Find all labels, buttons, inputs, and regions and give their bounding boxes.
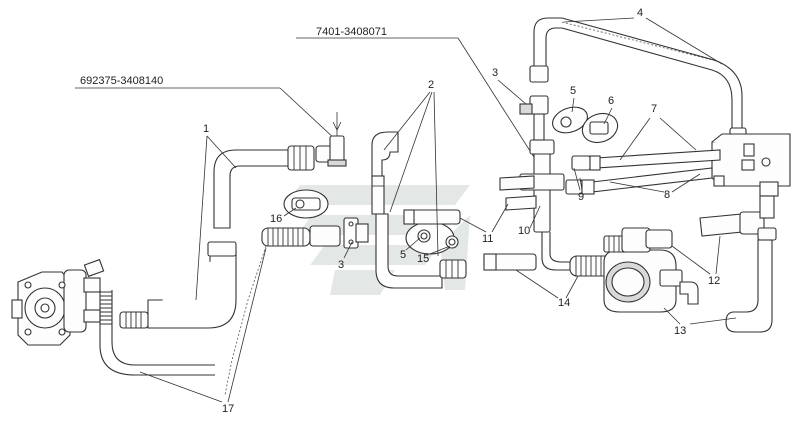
pump-outlet-hose — [99, 290, 215, 376]
elbow-fitting-692375 — [315, 112, 347, 167]
callout-15: 15 — [417, 253, 429, 265]
elbow-fitting-2 — [371, 131, 399, 215]
tube-11 — [403, 209, 461, 225]
callout-8: 8 — [664, 189, 670, 201]
callout-7: 7 — [651, 103, 657, 115]
callout-1: 1 — [203, 123, 209, 135]
distribution-block — [711, 133, 791, 197]
dashed-connections — [224, 21, 721, 396]
callouts: 1 2 3 3 4 5 5 6 7 8 9 — [139, 7, 737, 415]
part-number-692375: 692375-3408140 — [75, 75, 337, 141]
hose-13 — [725, 239, 773, 333]
washers-5-6 — [552, 106, 619, 144]
callout-12: 12 — [708, 275, 720, 287]
callout-9: 9 — [578, 191, 584, 203]
hose-1 — [147, 145, 315, 329]
callout-10: 10 — [518, 225, 530, 237]
callout-5-top: 5 — [570, 85, 576, 97]
callout-17: 17 — [222, 403, 234, 415]
pump — [11, 258, 105, 346]
tubes-7-8 — [499, 149, 721, 211]
part-number-label-7401: 7401-3408071 — [316, 26, 387, 38]
callout-13: 13 — [674, 325, 686, 337]
callout-16: 16 — [270, 213, 282, 225]
tube-14 — [483, 253, 537, 271]
valve-assembly-13 — [569, 227, 699, 313]
callout-14: 14 — [558, 297, 570, 309]
part-number-label-692375: 692375-3408140 — [80, 75, 163, 87]
callout-3-top: 3 — [492, 67, 498, 79]
callout-3-left: 3 — [338, 259, 344, 271]
callout-2: 2 — [428, 79, 434, 91]
callout-5-bottom: 5 — [400, 249, 406, 261]
callout-11: 11 — [482, 233, 493, 245]
threaded-connector-3 — [261, 217, 369, 249]
callout-6: 6 — [608, 95, 614, 107]
washers-5-15 — [405, 221, 459, 255]
callout-4: 4 — [637, 7, 643, 19]
hose-2 — [375, 213, 467, 289]
fitting-16 — [283, 189, 329, 219]
tube-12 — [699, 195, 777, 241]
